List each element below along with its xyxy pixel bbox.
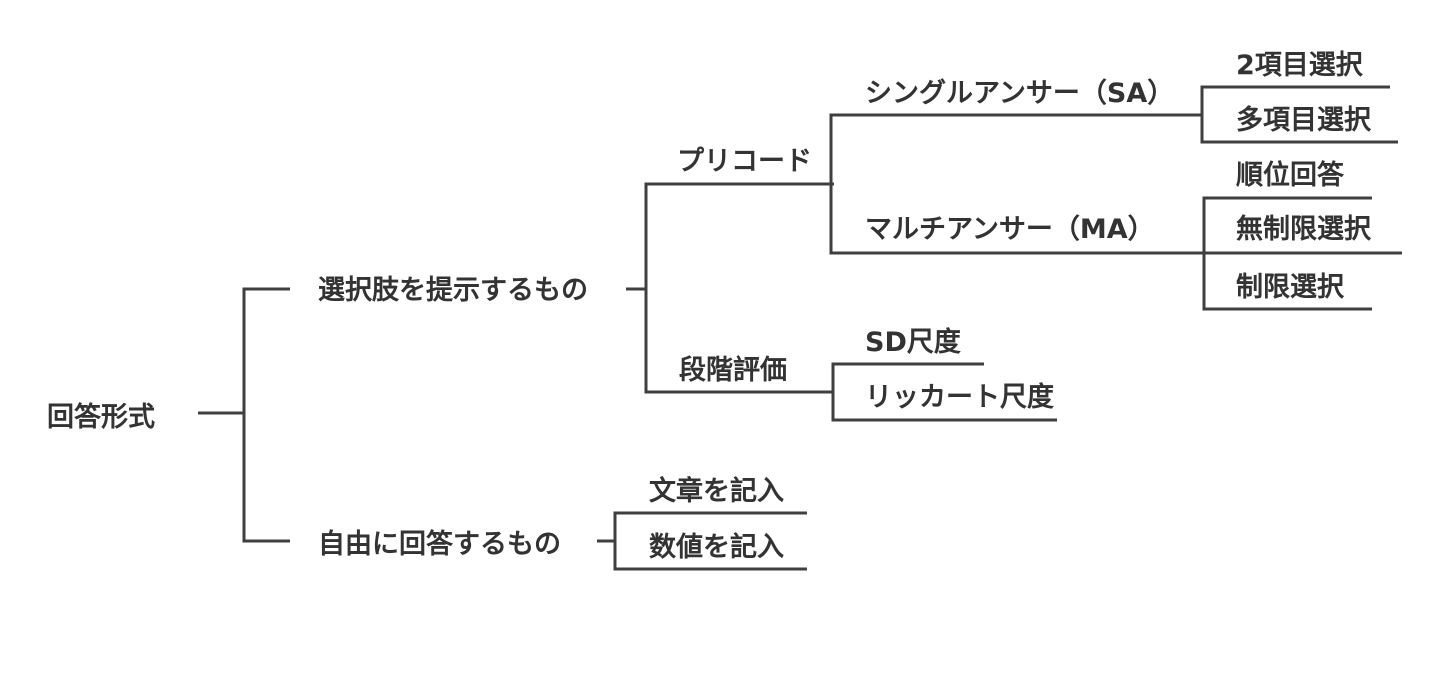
connector-choice-bracket [644, 182, 834, 394]
connector-sa-bracket [1200, 85, 1398, 144]
choice-branch-label: 選択肢を提示するもの [318, 275, 588, 306]
multi-answer-label: マルチアンサー（MA） [865, 214, 1155, 245]
connector-root-bracket [242, 287, 290, 543]
free-item-text: 文章を記入 [649, 476, 784, 507]
sa-item-two-choice: 2項目選択 [1236, 50, 1363, 81]
rating-item-sd-scale: SD尺度 [865, 327, 961, 358]
root-node-label: 回答形式 [47, 402, 155, 433]
rating-label: 段階評価 [679, 355, 787, 386]
connector-free-bracket [613, 511, 807, 571]
connector-group [198, 85, 1402, 571]
ma-item-unlimited: 無制限選択 [1236, 214, 1371, 245]
sa-item-multi-choice: 多項目選択 [1236, 105, 1371, 136]
single-answer-label: シングルアンサー（SA） [865, 78, 1175, 109]
free-item-number: 数値を記入 [649, 532, 784, 563]
precode-label: プリコード [677, 146, 812, 177]
connector-precode-bracket [829, 113, 1204, 255]
ma-item-limited: 制限選択 [1236, 272, 1344, 303]
connector-rating-bracket [831, 362, 1057, 422]
rating-item-likert-scale: リッカート尺度 [865, 382, 1054, 413]
free-branch-label: 自由に回答するもの [318, 529, 561, 560]
ma-item-ranking: 順位回答 [1236, 160, 1344, 191]
